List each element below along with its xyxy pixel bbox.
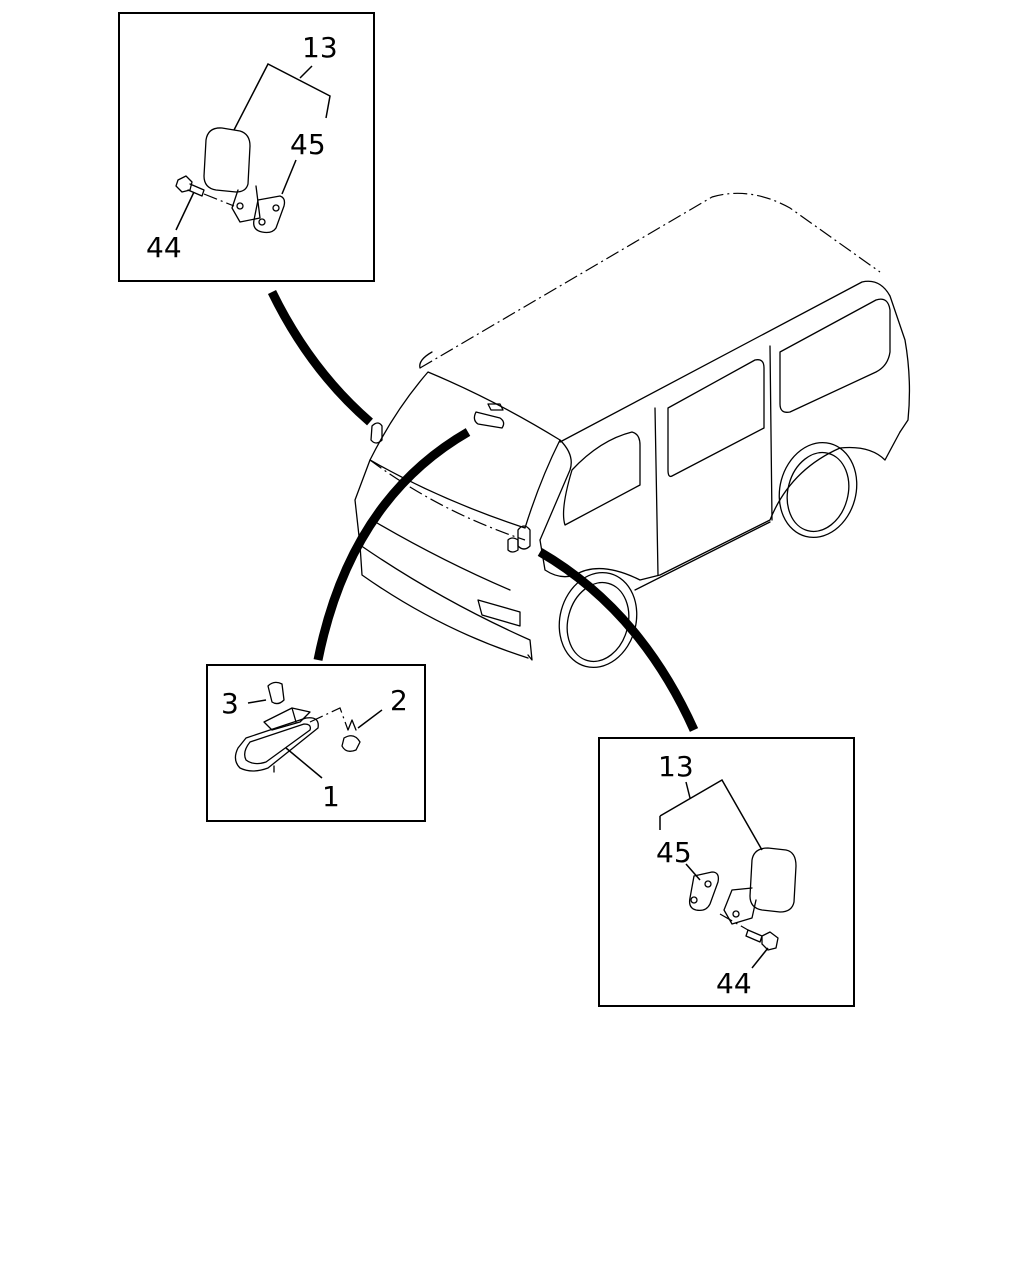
left-mirror-head xyxy=(203,127,251,193)
center-label-pin: 3 xyxy=(221,687,239,720)
van-roof-front-edge xyxy=(419,351,433,369)
van-right-mirror-base xyxy=(507,537,519,553)
left-label-bolt: 44 xyxy=(146,231,182,264)
right-callout-13-stem xyxy=(685,781,691,799)
van-rear-window xyxy=(779,298,891,413)
inset-left-frame xyxy=(118,12,375,282)
van-rocker xyxy=(634,521,771,591)
inset-left-mirror: 13 45 44 xyxy=(118,12,375,282)
interior-mirror-mount xyxy=(263,707,311,731)
right-callout-13-line xyxy=(659,778,763,851)
left-callout-44-line xyxy=(175,191,195,231)
right-callout-45-line xyxy=(685,863,701,881)
right-callout-44-line xyxy=(751,947,769,969)
left-bracket-plate xyxy=(253,195,286,234)
interior-screw-axis xyxy=(309,707,349,731)
right-bracket-plate xyxy=(688,871,720,912)
right-bracket-hole-1 xyxy=(690,896,698,904)
right-label-mirror: 13 xyxy=(658,750,694,783)
right-mirror-head xyxy=(749,847,797,913)
interior-screw-line xyxy=(357,709,383,729)
interior-mirror-mount-edge xyxy=(291,707,297,723)
van-rear-wheel xyxy=(778,441,858,539)
interior-pin xyxy=(267,681,285,705)
left-mirror-stay-hole xyxy=(236,202,244,210)
van-door-seam-front xyxy=(654,407,659,576)
van-roof-line xyxy=(419,192,881,369)
right-bolt-axis xyxy=(719,913,749,931)
left-callout-13-stem xyxy=(299,65,313,79)
interior-mirror-line xyxy=(285,747,323,779)
van-door-seam-rear xyxy=(769,345,773,521)
interior-screw xyxy=(341,719,361,752)
center-label-mirror: 1 xyxy=(322,780,340,813)
leader-bottom-right xyxy=(537,548,699,732)
van-front-window xyxy=(562,431,641,526)
leader-top-left xyxy=(267,290,373,426)
right-mirror-stay-hole xyxy=(732,910,740,918)
van-rear-wheel-inner xyxy=(786,451,850,533)
center-label-screw: 2 xyxy=(390,684,408,717)
van-a-pillar xyxy=(539,439,572,541)
interior-pin-line xyxy=(247,699,267,704)
left-callout-13-line xyxy=(233,62,331,131)
van-lower-body xyxy=(539,431,901,581)
van-illustration xyxy=(354,192,911,669)
right-bolt xyxy=(745,929,779,951)
inset-interior-mirror: 3 2 1 xyxy=(206,664,426,822)
left-label-bracket: 45 xyxy=(290,128,326,161)
inset-right-frame xyxy=(598,737,855,1007)
van-side-top-edge xyxy=(559,280,911,443)
van-interior-mirror-mount xyxy=(487,403,504,411)
left-bracket-hole-1 xyxy=(258,218,266,226)
inset-center-frame xyxy=(206,664,426,822)
inset-right-mirror: 13 45 44 xyxy=(598,737,855,1007)
van-grille xyxy=(371,519,511,591)
interior-mirror-glass xyxy=(244,723,312,765)
van-front-face xyxy=(354,459,533,661)
van-right-mirror xyxy=(517,525,531,550)
van-bumper xyxy=(359,544,529,659)
right-bracket-hole-2 xyxy=(704,880,712,888)
right-label-bracket: 45 xyxy=(656,836,692,869)
van-front-wheel xyxy=(558,571,638,669)
right-mirror-stay xyxy=(723,887,757,925)
van-side-window xyxy=(667,359,765,478)
van-headlight xyxy=(477,599,521,627)
van-hood-line xyxy=(369,459,526,541)
left-bolt-axis xyxy=(203,193,235,207)
left-bolt xyxy=(175,175,205,197)
right-label-bolt: 44 xyxy=(716,967,752,1000)
van-windshield xyxy=(369,371,561,529)
left-bracket-hole-2 xyxy=(272,204,280,212)
van-left-mirror xyxy=(370,422,383,444)
left-mirror-stay xyxy=(231,185,261,223)
leader-center xyxy=(313,428,471,661)
left-label-mirror: 13 xyxy=(302,31,338,64)
left-callout-45-line xyxy=(281,159,297,195)
van-interior-mirror xyxy=(473,411,505,429)
